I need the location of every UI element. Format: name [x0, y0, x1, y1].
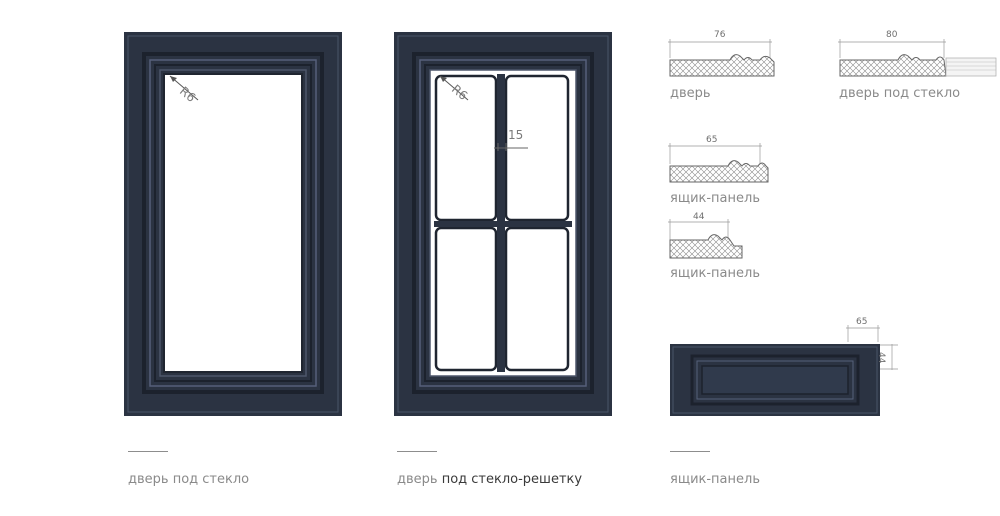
radius-marker-2: [438, 74, 478, 108]
drawer-height-dimension: 44: [876, 352, 886, 364]
profile-panel-44-label: ящик-панель: [670, 266, 760, 281]
drawer-panel: [670, 344, 880, 416]
caption-rule-1: [128, 451, 168, 452]
caption-rule-2: [397, 451, 437, 452]
drawer-dimension-lines: [840, 324, 900, 376]
profile-glass-door: [838, 38, 998, 82]
profile-panel-65-label: ящик-панель: [670, 191, 760, 206]
profile-glass-door-dimension: 80: [886, 30, 898, 40]
bar-width-marker: [494, 140, 530, 152]
profile-panel-44-dimension: 44: [693, 212, 705, 222]
caption-rule-3: [670, 451, 710, 452]
caption-glass-door: дверь под стекло: [128, 472, 250, 487]
profile-door-dimension: 76: [714, 30, 726, 40]
grid-glass-door: [394, 32, 612, 416]
glass-door: [124, 32, 342, 416]
bar-width-label: 15: [508, 128, 524, 142]
profile-door-label: дверь: [670, 86, 711, 101]
caption-grid-glass-door: дверь под стекло-решетку: [397, 472, 582, 487]
profile-panel-65: [668, 142, 778, 188]
radius-marker-1: [168, 74, 208, 108]
profile-panel-65-dimension: 65: [706, 135, 718, 145]
profile-glass-door-label: дверь под стекло: [839, 86, 961, 101]
caption-grid-prefix: дверь: [397, 472, 442, 487]
caption-drawer-panel: ящик-панель: [670, 472, 760, 487]
profile-door: [668, 38, 778, 82]
profile-panel-44: [668, 218, 748, 264]
drawer-width-dimension: 65: [856, 317, 868, 327]
caption-grid-main: под стекло-решетку: [441, 472, 583, 487]
